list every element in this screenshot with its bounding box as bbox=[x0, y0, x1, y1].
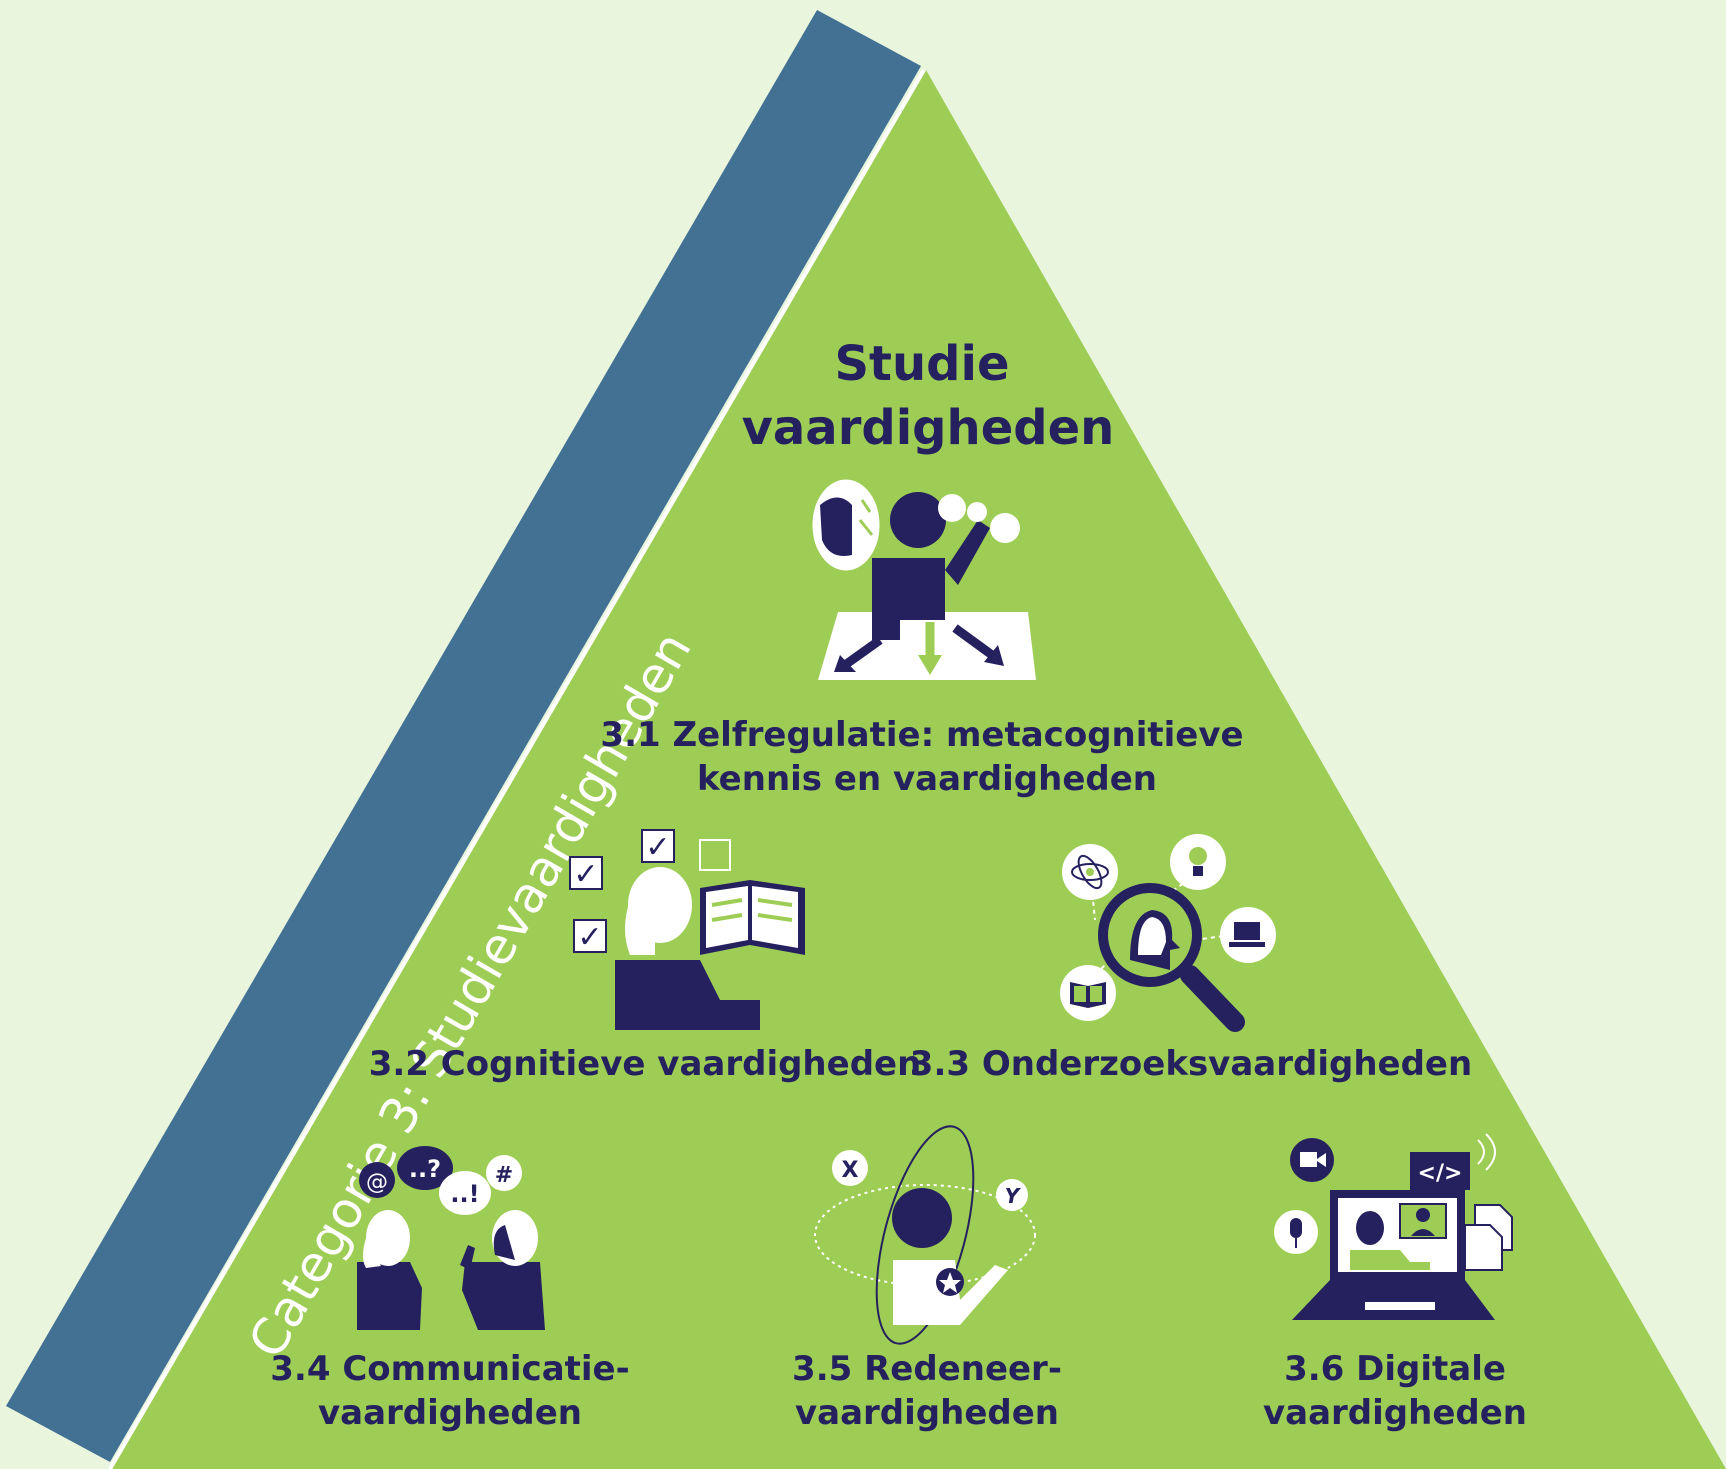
svg-text:@: @ bbox=[366, 1170, 388, 1195]
self-regulation-icon bbox=[809, 476, 1036, 680]
at-bubble bbox=[359, 1162, 395, 1198]
skill-3-3-label: 3.3 Onderzoeksvaardigheden bbox=[910, 1044, 1472, 1084]
skill-3-2-label: 3.2 Cognitieve vaardigheden bbox=[369, 1044, 922, 1084]
reasoning-orbit-icon: X Y bbox=[814, 1125, 1036, 1345]
skill-3-5-label-line1: 3.5 Redeneer- bbox=[792, 1349, 1062, 1389]
question-bubble bbox=[397, 1146, 453, 1190]
code-window bbox=[1410, 1152, 1470, 1190]
pyramid-shape bbox=[110, 70, 1726, 1469]
svg-text:Y: Y bbox=[1005, 1184, 1022, 1208]
pyramid-edge-highlight bbox=[108, 68, 926, 1469]
hash-bubble bbox=[486, 1155, 522, 1191]
category-band bbox=[6, 10, 921, 1462]
svg-text:X: X bbox=[842, 1158, 859, 1183]
x-variable bbox=[832, 1150, 868, 1186]
diagram-title-line1: Studie bbox=[834, 336, 1009, 392]
skill-3-6-label-line2: vaardigheden bbox=[1263, 1393, 1527, 1433]
y-variable bbox=[996, 1179, 1028, 1211]
laptop-video-call-icon: </> bbox=[1274, 1133, 1513, 1320]
exclaim-bubble bbox=[439, 1171, 491, 1215]
checkbox-empty bbox=[699, 839, 731, 871]
skill-3-4-label-line2: vaardigheden bbox=[318, 1393, 582, 1433]
skill-3-6-label-line1: 3.6 Digitale bbox=[1284, 1349, 1506, 1389]
checkbox-checked: ✓ bbox=[573, 919, 607, 955]
svg-text:#: # bbox=[495, 1163, 513, 1188]
skill-3-4-label-line1: 3.4 Communicatie- bbox=[270, 1349, 629, 1389]
skill-3-1-label-line2: kennis en vaardigheden bbox=[697, 759, 1157, 799]
conversation-icon: @ ..? ..! # bbox=[357, 1146, 545, 1330]
checkbox-checked: ✓ bbox=[641, 829, 675, 865]
svg-text:</>: </> bbox=[1418, 1161, 1463, 1186]
diagram-title-line2: vaardigheden bbox=[742, 400, 1115, 456]
reading-book-icon: ✓ ✓ ✓ bbox=[569, 829, 805, 1030]
svg-text:✓: ✓ bbox=[645, 830, 670, 865]
svg-text:✓: ✓ bbox=[577, 920, 602, 955]
magnifier-research-icon bbox=[1060, 834, 1276, 1032]
svg-text:✓: ✓ bbox=[573, 857, 598, 892]
skill-3-5-label-line2: vaardigheden bbox=[795, 1393, 1059, 1433]
checkbox-checked: ✓ bbox=[569, 856, 603, 892]
svg-text:..!: ..! bbox=[450, 1180, 479, 1208]
svg-text:..?: ..? bbox=[409, 1155, 441, 1183]
skill-3-1-label-line1: 3.1 Zelfregulatie: metacognitieve bbox=[600, 715, 1243, 755]
